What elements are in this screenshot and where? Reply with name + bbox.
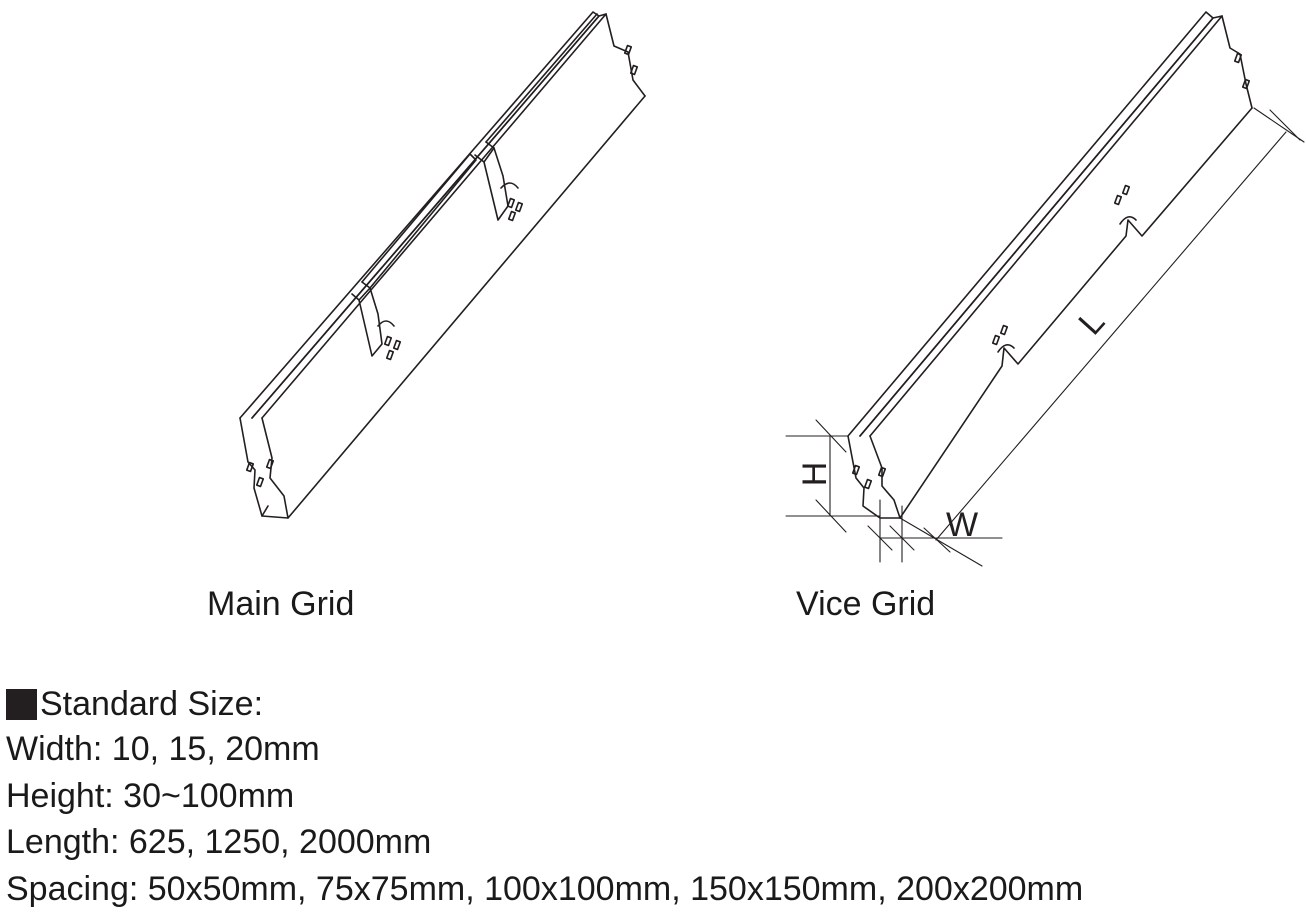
vice-grid-hole xyxy=(1001,326,1007,335)
main-grid-caption: Main Grid xyxy=(207,584,354,624)
main-grid-hole xyxy=(267,460,273,469)
main-grid-hole xyxy=(631,66,637,75)
main-grid-slot-2-lip xyxy=(486,14,597,142)
main-grid-hole xyxy=(509,212,515,221)
spec-length: Length: 625, 1250, 2000mm xyxy=(6,819,1083,866)
standard-size-specs: Standard Size: Width: 10, 15, 20mm Heigh… xyxy=(6,682,1083,912)
grid-drawings: H W L xyxy=(0,0,1306,660)
main-grid-hole xyxy=(257,478,263,487)
vice-grid-hole xyxy=(865,480,871,489)
main-grid-hole xyxy=(394,341,400,350)
spec-heading-text: Standard Size: xyxy=(40,685,263,724)
spec-heading: Standard Size: xyxy=(6,682,1083,726)
main-grid-hole xyxy=(385,337,391,346)
vice-grid-hole xyxy=(1115,196,1121,205)
main-grid-slot-1-lip xyxy=(362,154,476,288)
main-grid-right-end xyxy=(606,14,645,96)
main-grid-illustration xyxy=(240,12,645,518)
square-bullet-icon xyxy=(6,689,37,720)
vice-grid-caption: Vice Grid xyxy=(796,584,935,624)
vice-grid-left-end xyxy=(848,436,900,518)
main-grid-slot-1-notch xyxy=(378,321,394,326)
dimension-label-width: W xyxy=(946,506,978,544)
main-grid-slot-1-tab xyxy=(359,288,382,356)
spec-width: Width: 10, 15, 20mm xyxy=(6,726,1083,773)
vice-grid-hole xyxy=(1235,54,1241,63)
vice-grid-hole xyxy=(1123,186,1129,195)
main-grid-left-base xyxy=(262,506,268,516)
vice-grid-illustration xyxy=(848,12,1252,518)
vice-grid-hole xyxy=(993,336,999,345)
vice-grid-lip-top xyxy=(848,12,1213,436)
dimension-label-length: L xyxy=(1071,303,1112,342)
dimension-label-height: H xyxy=(796,462,834,487)
spec-height: Height: 30~100mm xyxy=(6,773,1083,820)
main-grid-hole xyxy=(387,351,393,360)
vice-grid-lip-inner xyxy=(860,16,1222,436)
spec-spacing: Spacing: 50x50mm, 75x75mm, 100x100mm, 15… xyxy=(6,866,1083,912)
main-grid-hole xyxy=(516,203,522,212)
main-grid-hole xyxy=(508,199,514,208)
